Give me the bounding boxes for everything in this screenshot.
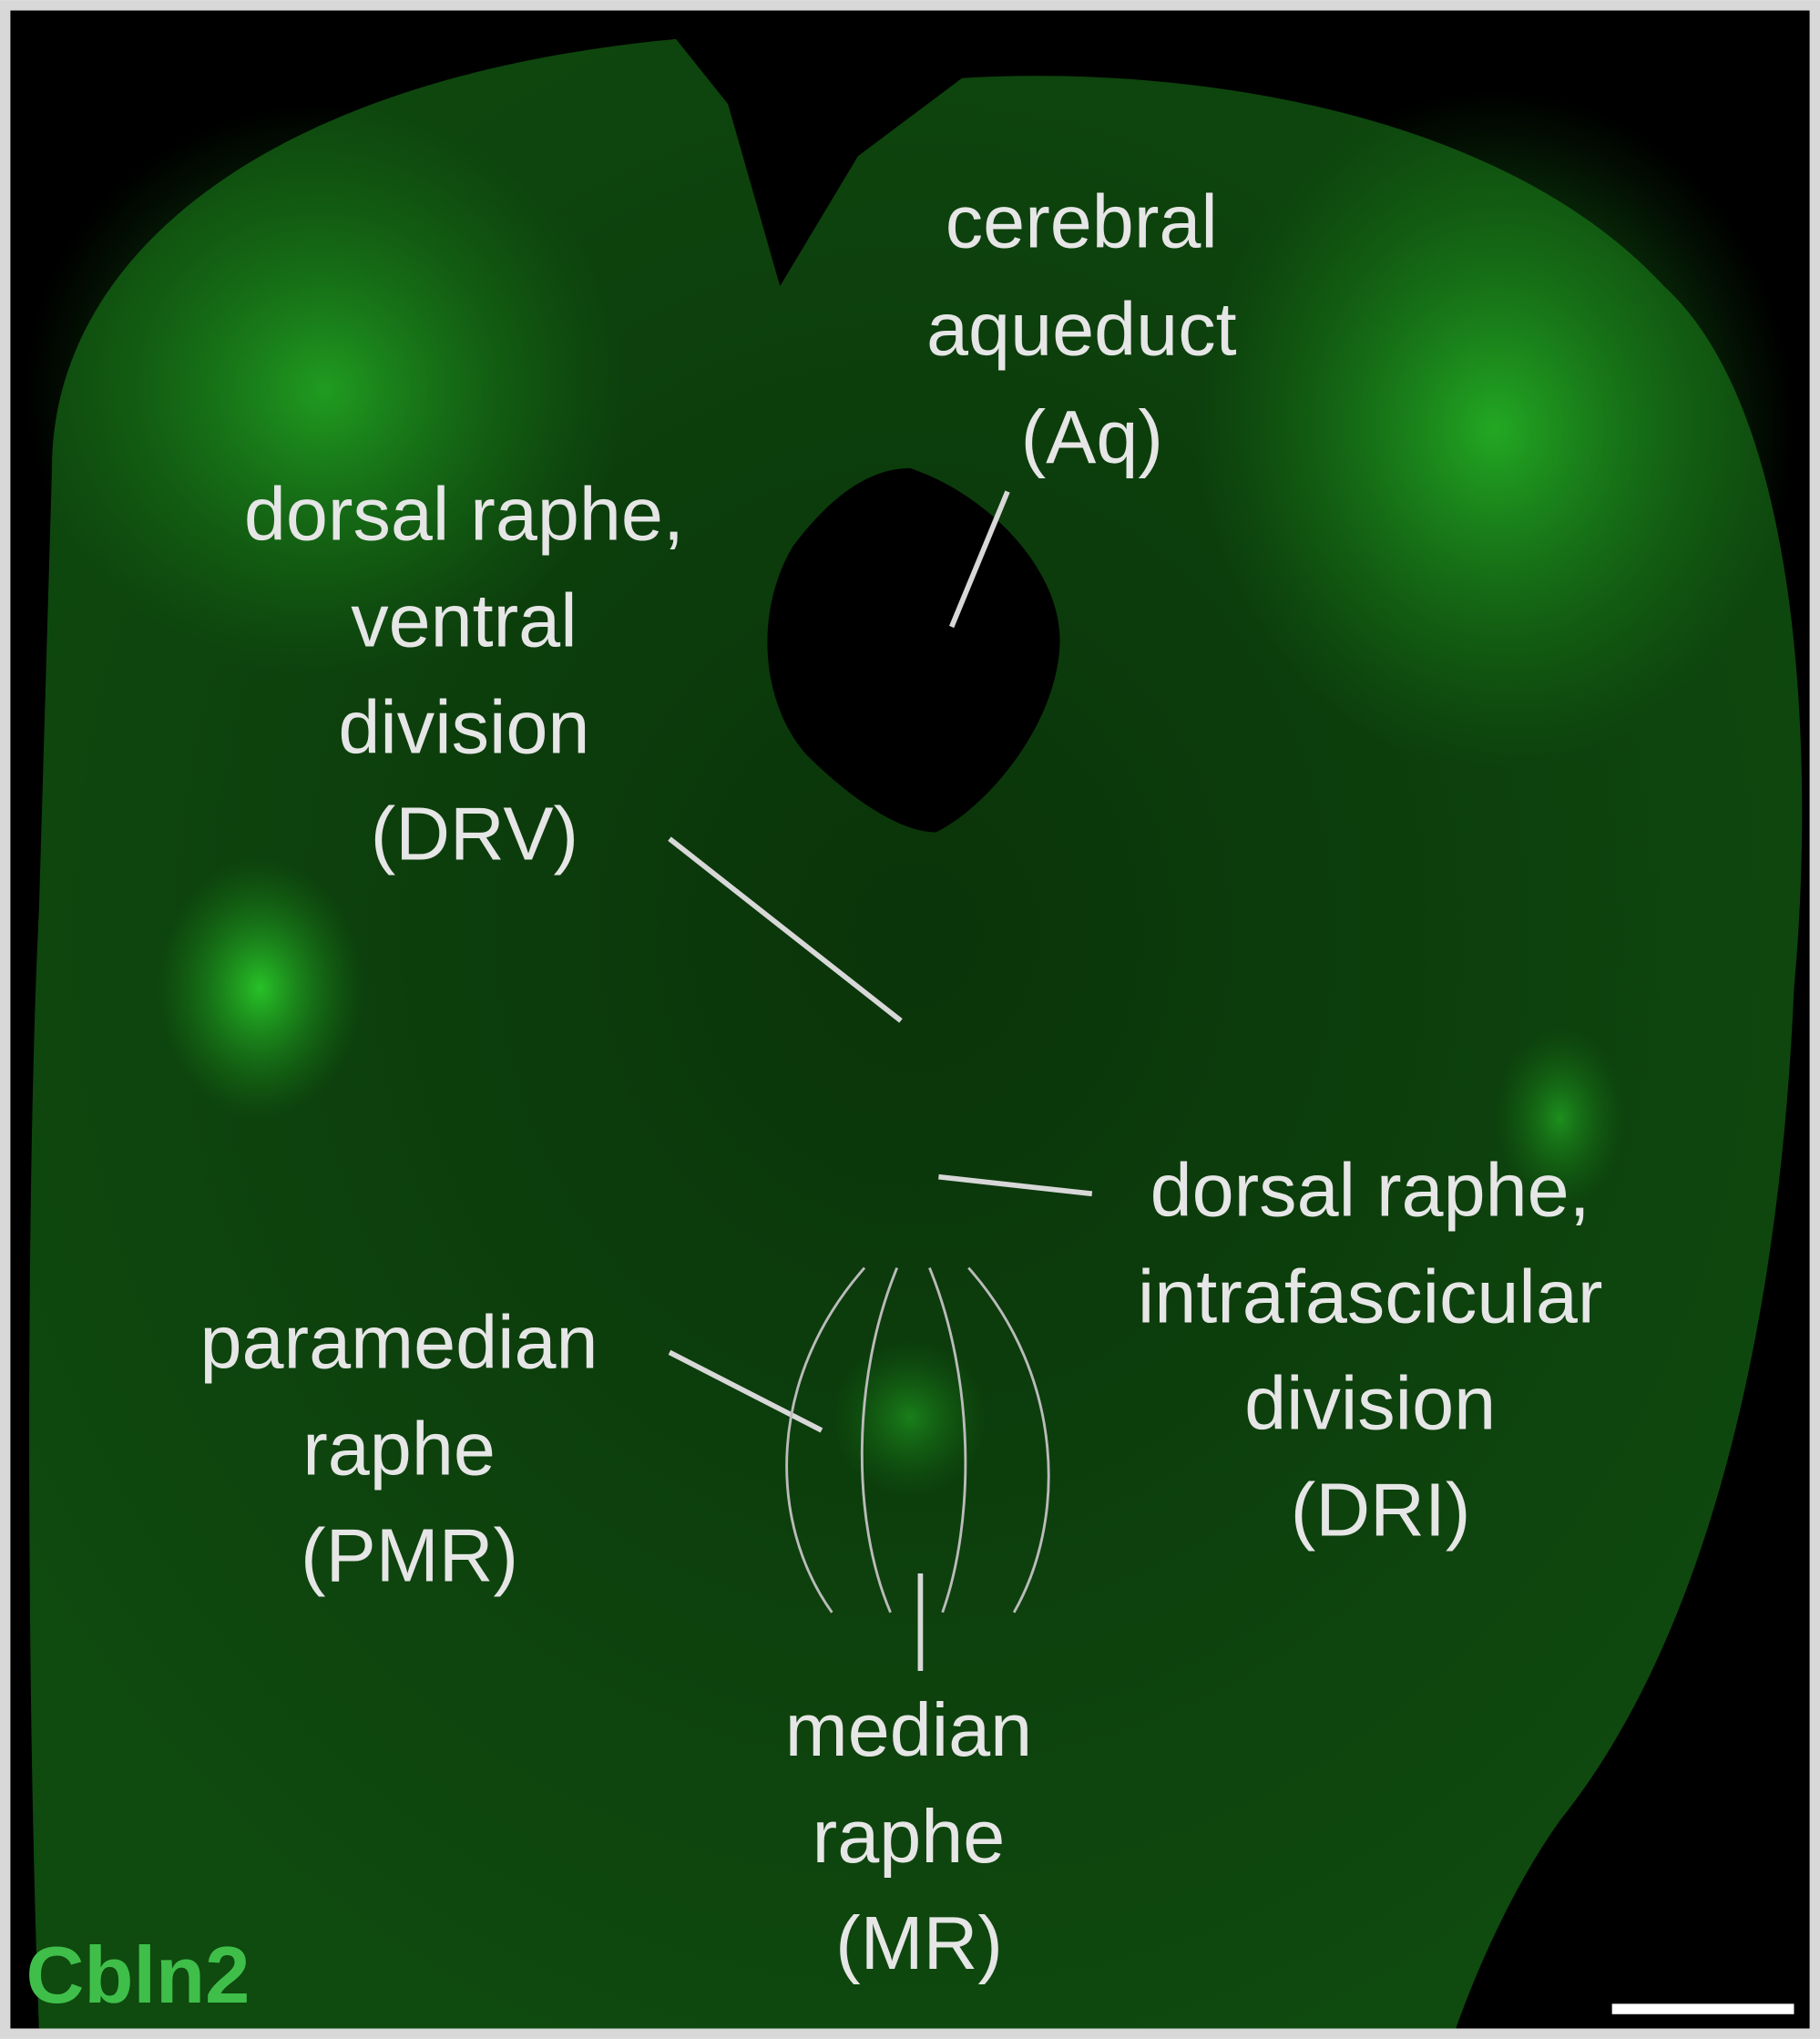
label-mr: median raphe (MR) xyxy=(785,1687,1053,1985)
cerebral-aqueduct xyxy=(767,467,1060,833)
label-aq: cerebral aqueduct (Aq) xyxy=(926,179,1258,479)
scale-bar xyxy=(1611,2003,1794,2014)
marker-label: Cbln2 xyxy=(26,1930,251,2020)
aq-pointer xyxy=(949,490,1010,629)
dri-pointer xyxy=(938,1173,1093,1197)
raphe-outlines xyxy=(785,1266,1050,1614)
drv-pointer xyxy=(668,836,903,1023)
label-dri: dorsal raphe, intrafascicular division (… xyxy=(1138,1147,1624,1552)
bright-regions xyxy=(26,91,1794,1496)
pointer-lines xyxy=(668,490,1093,1671)
label-pmr: paramedian raphe (PMR) xyxy=(199,1299,619,1597)
label-drv: dorsal raphe, ventral division (DRV) xyxy=(244,471,705,876)
pmr-pointer xyxy=(668,1349,823,1433)
